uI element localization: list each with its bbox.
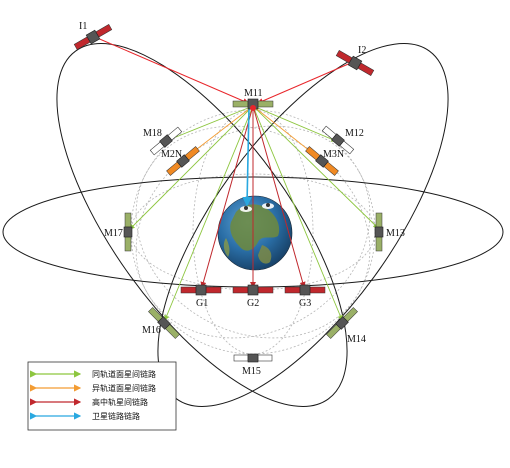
satellite-I2: [335, 50, 375, 76]
legend-item-1: 异轨道面星间链路: [30, 383, 156, 393]
label-M12: M12: [345, 128, 364, 139]
label-G3: G3: [299, 298, 311, 309]
legend-label-3: 卫星链路链路: [92, 411, 140, 421]
satellite-G1: [180, 284, 222, 296]
label-M16: M16: [142, 325, 161, 336]
satellite-M13: [374, 212, 384, 252]
satellite-M15: [233, 353, 273, 363]
label-G2: G2: [247, 298, 259, 309]
high-mid-links: [200, 105, 306, 288]
label-M13: M13: [386, 228, 405, 239]
inclined-orbit-right: [157, 43, 449, 407]
label-M11: M11: [244, 88, 263, 99]
satellite-M3N: [305, 146, 339, 176]
satellite-M18: [149, 126, 183, 156]
label-M2N: M2N: [161, 149, 182, 160]
satellite-M17: [123, 212, 133, 252]
earth-globe: [217, 195, 293, 271]
satellite-I1: [73, 24, 113, 50]
satellite-M14: [326, 307, 358, 339]
legend-label-1: 异轨道面星间链路: [92, 383, 156, 393]
label-M3N: M3N: [323, 149, 344, 160]
label-M18: M18: [143, 128, 162, 139]
satellite-M12: [321, 125, 355, 155]
same-plane-links: [129, 105, 379, 321]
label-M14: M14: [347, 334, 366, 345]
satellite-M16: [148, 307, 180, 339]
inclined-links: [94, 36, 354, 104]
satellite-links: [242, 106, 252, 207]
label-G1: G1: [196, 298, 208, 309]
satellite-G2: [232, 284, 274, 296]
legend-item-0: 同轨道面星间链路: [30, 369, 156, 379]
legend: 同轨道面星间链路 异轨道面星间链路 高中轨星间链路 卫星链路链路: [27, 361, 177, 431]
satellite-labels: I1 I2 M11 M18 M12 M2N M3N M17 M13 G1 G2 …: [79, 21, 405, 377]
satellite-M2N: [166, 146, 200, 176]
label-M15: M15: [242, 366, 261, 377]
legend-item-2: 高中轨星间链路: [30, 397, 148, 407]
legend-label-2: 高中轨星间链路: [92, 397, 148, 407]
label-I1: I1: [79, 21, 87, 32]
legend-item-3: 卫星链路链路: [30, 411, 140, 421]
satellite-G3: [284, 284, 326, 296]
inclined-orbit-left: [56, 43, 348, 407]
legend-label-0: 同轨道面星间链路: [92, 369, 156, 379]
label-I2: I2: [358, 45, 366, 56]
label-M17: M17: [104, 228, 123, 239]
satellite-M11: [232, 98, 274, 111]
